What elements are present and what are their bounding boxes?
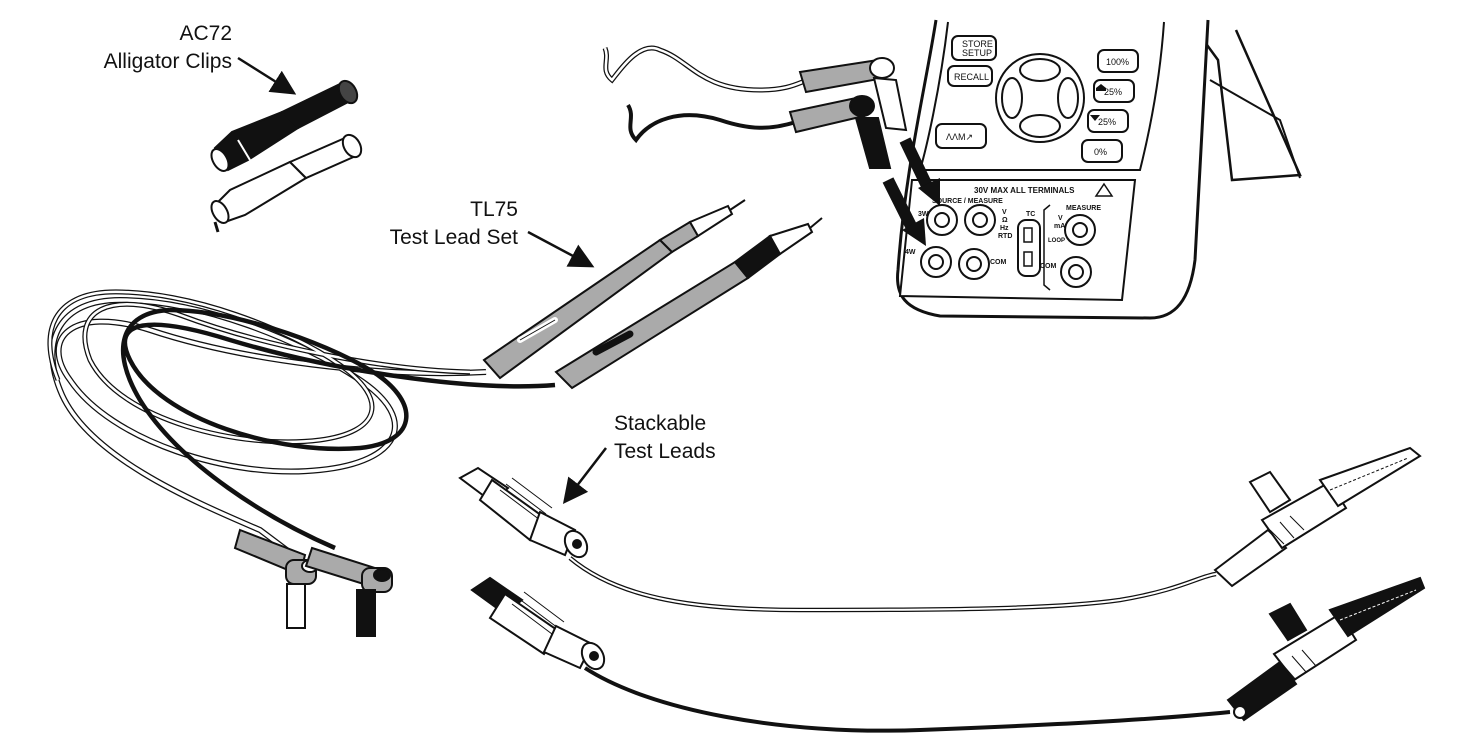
store-button-label-2: SETUP — [962, 48, 992, 58]
pct-down25-button-label: 25% — [1098, 117, 1116, 127]
loop-label: LOOP — [1048, 238, 1065, 244]
black-banana-plug — [304, 546, 393, 637]
white-stackable-lead — [458, 446, 1422, 613]
pct-up25-button-label: 25% — [1104, 87, 1122, 97]
pct-0-button-label: 0% — [1094, 147, 1107, 157]
stackable-leads-line2: Test Leads — [614, 440, 716, 463]
test-lead-set-name: Test Lead Set — [389, 226, 518, 249]
calibrator-device — [896, 19, 1302, 320]
white-alligator-clip — [210, 133, 363, 233]
com1-label: COM — [990, 259, 1007, 266]
connection-leads — [602, 45, 940, 246]
v-label: V — [1002, 209, 1007, 216]
4w-label: 4W — [905, 249, 916, 256]
rtd-label: RTD — [998, 233, 1012, 240]
test-lead-set-callout: TL75 Test Lead Set — [340, 196, 518, 252]
measure-label: MEASURE — [1066, 205, 1101, 212]
white-banana-plug — [233, 528, 319, 629]
stackable-leads-line1: Stackable — [614, 412, 707, 435]
down-triangle-icon — [1090, 115, 1100, 121]
alligator-clips-model: AC72 — [179, 22, 232, 45]
com2-label: COM — [1040, 263, 1057, 270]
3w-label: 3W — [918, 211, 929, 218]
ohm-label: Ω — [1002, 217, 1008, 224]
store-button-label-1: STORE — [962, 39, 993, 49]
hz-label: Hz — [1000, 225, 1009, 232]
up-triangle-icon — [1096, 84, 1106, 91]
alligator-clips-callout: AC72 Alligator Clips — [60, 20, 232, 76]
white-test-lead-coil — [47, 289, 487, 563]
alligator-callout-arrow — [237, 56, 297, 95]
stackable-leads-callout: Stackable Test Leads — [614, 410, 716, 466]
tc-label: TC — [1026, 211, 1035, 218]
stackable-callout-arrow — [562, 447, 607, 504]
source-measure-label: SOURCE / MEASURE — [932, 198, 1003, 205]
recall-button-label: RECALL — [954, 72, 989, 82]
ma-label: mA — [1054, 223, 1065, 230]
pct-100-button-label: 100% — [1106, 57, 1129, 67]
ramp-button-label: ΛΛM↗ — [946, 132, 973, 142]
v2-label: V — [1058, 215, 1063, 222]
black-test-probe — [554, 217, 823, 390]
black-alligator-clip — [210, 79, 359, 172]
warning-label: 30V MAX ALL TERMINALS — [974, 186, 1075, 195]
test-lead-set-callout-arrow — [527, 230, 595, 268]
black-stackable-lead — [470, 576, 1426, 733]
alligator-clips-name: Alligator Clips — [103, 50, 232, 73]
black-test-lead-coil — [120, 307, 556, 551]
test-lead-set-model: TL75 — [470, 198, 518, 221]
gray-test-probe — [482, 199, 746, 380]
